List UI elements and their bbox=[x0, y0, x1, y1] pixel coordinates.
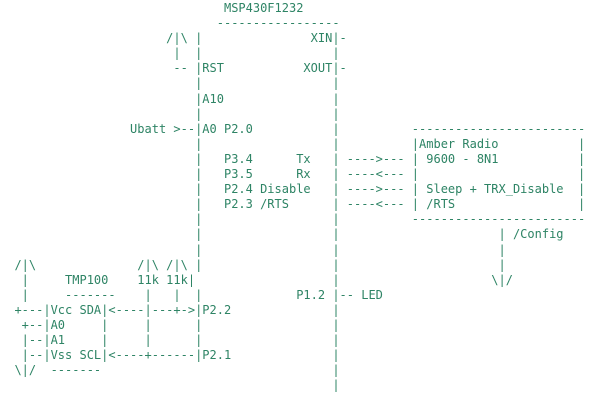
ascii-line: |--|A1 | | | | bbox=[0, 333, 340, 348]
ascii-line: -- |RST XOUT|- bbox=[0, 61, 347, 76]
ascii-line: | P2.4 Disable | ---->--- | Sleep + TRX_… bbox=[0, 182, 586, 197]
ascii-line: \|/ ------- | bbox=[0, 363, 340, 378]
ascii-line: | TMP100 11k 11k| | \|/ bbox=[0, 272, 513, 287]
ascii-line: | | |Amber Radio | bbox=[0, 136, 586, 151]
ascii-line: | | | bbox=[0, 242, 506, 257]
ascii-line: | ------- | | | P1.2 |-- LED bbox=[0, 287, 383, 302]
ascii-line: | | | /Config bbox=[0, 227, 564, 242]
ascii-line: ----------------- bbox=[0, 16, 340, 31]
ascii-line: | P2.3 /RTS | ----<--- | /RTS | bbox=[0, 197, 586, 212]
ascii-line: /|\ /|\ /|\ | | | bbox=[0, 257, 506, 272]
ascii-line: | P3.5 Rx | ----<--- | | bbox=[0, 167, 586, 182]
ascii-line: MSP430F1232 bbox=[0, 1, 304, 15]
ascii-line: | P3.4 Tx | ---->--- | 9600 - 8N1 | bbox=[0, 151, 586, 166]
ascii-line: +--|A0 | | | | bbox=[0, 317, 340, 332]
ascii-line: +---|Vcc SDA|<----|---+->|P2.2 | bbox=[0, 302, 340, 317]
ascii-line: /|\ | XIN|- bbox=[0, 31, 347, 46]
ascii-line: |A10 | bbox=[0, 91, 340, 106]
ascii-line: | | bbox=[0, 106, 340, 121]
ascii-line: | bbox=[0, 378, 340, 393]
ascii-line: | | bbox=[0, 76, 340, 91]
ascii-line: | | | bbox=[0, 46, 340, 61]
ascii-line: |--|Vss SCL|<----+------|P2.1 | bbox=[0, 348, 340, 363]
ascii-line: Ubatt >--|A0 P2.0 | --------------------… bbox=[0, 121, 586, 136]
circuit-diagram: MSP430F1232 ----------------- /|\ | XIN|… bbox=[0, 1, 585, 393]
ascii-line: | | ------------------------ bbox=[0, 212, 586, 227]
